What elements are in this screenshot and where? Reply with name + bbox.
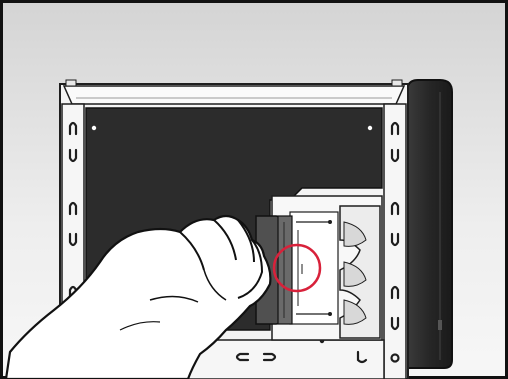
cabinet-side-panel xyxy=(408,80,452,368)
